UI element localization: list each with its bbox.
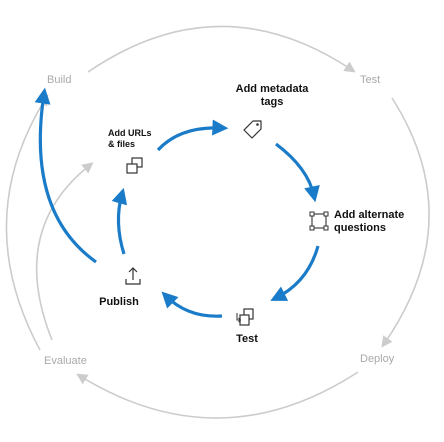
arrow-alternate-to-test — [270, 245, 320, 301]
label-add-urls-files: Add URLs & files — [108, 128, 152, 150]
label-add-alternate-questions: Add alternate questions — [334, 209, 414, 235]
label-publish: Publish — [99, 296, 139, 308]
arrow-publish-to-build — [34, 87, 97, 264]
outer-arrow-evaluate-inner — [35, 162, 94, 341]
arrow-urls-to-metadata — [156, 119, 229, 152]
outer-label-deploy: Deploy — [360, 353, 395, 365]
selection-box-icon — [309, 211, 329, 231]
test-swap-icon — [236, 308, 254, 326]
label-add-alternate-line1: Add alternate — [334, 209, 405, 221]
arrow-metadata-to-alternate — [275, 142, 320, 203]
outer-label-evaluate: Evaluate — [44, 355, 87, 367]
upload-icon — [125, 267, 141, 285]
outer-arrow-build-to-test — [87, 25, 356, 73]
arrow-publish-to-urls — [111, 187, 128, 255]
label-inner-test: Test — [236, 333, 258, 345]
label-add-urls-line1: Add URLs — [108, 128, 152, 138]
label-add-metadata-line1: Add metadata — [235, 83, 309, 95]
label-add-urls-line2: & files — [108, 139, 136, 149]
copy-documents-icon — [126, 157, 143, 174]
arrow-test-to-publish — [161, 291, 223, 318]
label-add-metadata-line2: tags — [260, 96, 284, 108]
tag-icon — [243, 120, 262, 139]
outer-arrow-evaluate-to-build — [5, 94, 49, 351]
outer-label-test: Test — [360, 74, 381, 86]
outer-label-build: Build — [47, 74, 72, 86]
outer-arrow-test-to-deploy — [381, 97, 430, 348]
label-add-alternate-line2: questions — [334, 222, 386, 234]
label-add-metadata-tags: Add metadata tags — [226, 83, 318, 109]
outer-arrow-deploy-to-evaluate — [76, 371, 359, 419]
